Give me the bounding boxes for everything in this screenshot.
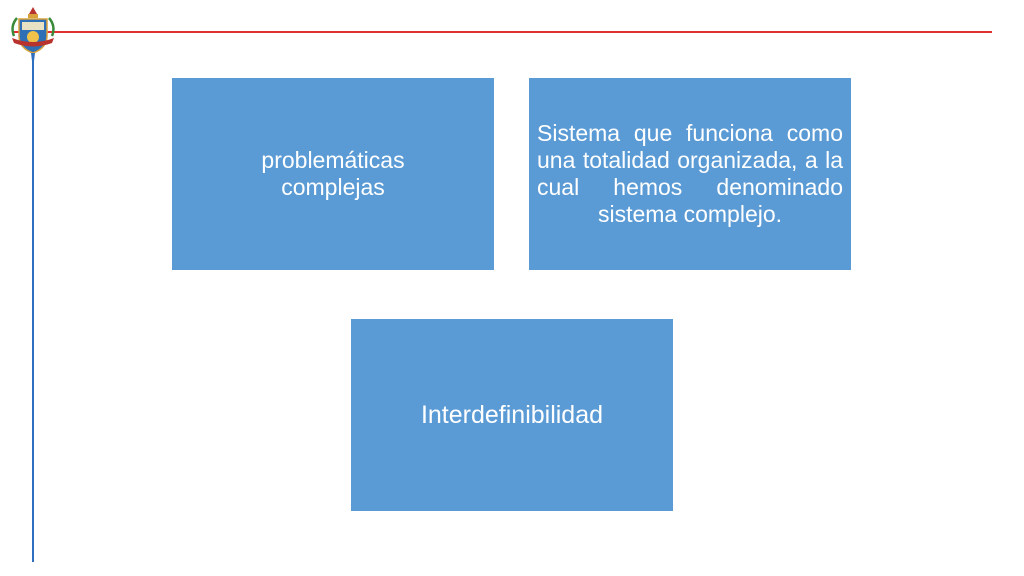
top-red-rule bbox=[14, 31, 992, 33]
left-blue-rule bbox=[32, 44, 34, 562]
concept-box-sistema-text: Sistema que funciona como una totalidad … bbox=[537, 120, 843, 227]
concept-box-sistema: Sistema que funciona como una totalidad … bbox=[529, 78, 851, 270]
crest-emblem-icon bbox=[11, 7, 55, 61]
concept-box-problematicas-text: problemáticas complejas bbox=[261, 147, 405, 200]
concept-box-interdefinibilidad-text: Interdefinibilidad bbox=[420, 401, 604, 429]
concept-box-problematicas: problemáticas complejas bbox=[172, 78, 494, 270]
concept-box-interdefinibilidad: Interdefinibilidad bbox=[351, 319, 673, 511]
